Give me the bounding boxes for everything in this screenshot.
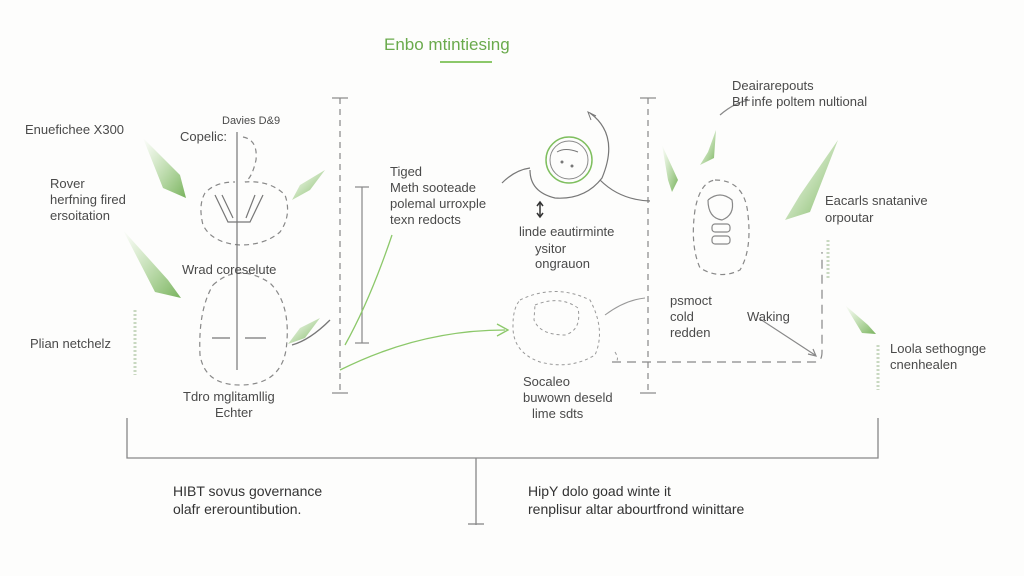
- label-middle: Wrad coreselute: [182, 262, 277, 277]
- label-copelic: Copelic:: [180, 129, 227, 144]
- figure-label-2: cold: [670, 309, 694, 324]
- label-rover-1: Rover: [50, 176, 85, 191]
- divider-left: [332, 97, 369, 394]
- green-arrow-icon: [845, 305, 876, 334]
- label-figure-top: Davies D&9: [222, 115, 281, 127]
- bottom-right-line-2: renplisur altar abourtfrond winittare: [528, 501, 745, 517]
- blob-label-3: lime sdts: [532, 406, 584, 421]
- green-arrows: [123, 130, 876, 344]
- note-line-4: texn redocts: [390, 212, 461, 227]
- green-arrow-icon: [662, 145, 678, 192]
- blob-label-2: buwown deseld: [523, 390, 613, 405]
- waking-label: Waking: [747, 309, 790, 324]
- diagram-title: Enbo mtintiesing: [384, 35, 510, 54]
- right-top-label-2: BIf infe poltem nultional: [732, 94, 868, 109]
- cycle-label-1: linde eautirminte: [519, 224, 615, 239]
- bottom-right-line-1: HipY dolo goad winte it: [528, 483, 671, 499]
- head-figure: [199, 136, 289, 386]
- right-side-label-1: Eacarls snatanive: [825, 193, 928, 208]
- label-bottom-2: Echter: [215, 405, 253, 420]
- divider-right: [612, 97, 823, 394]
- green-arrow-icon: [785, 140, 838, 220]
- label-rover-3: ersoitation: [50, 208, 110, 223]
- note-line-1: Tiged: [390, 164, 423, 179]
- label-enuefichee: Enuefichee X300: [25, 122, 125, 137]
- bottom-bracket: [126, 418, 879, 525]
- green-arrow-icon: [123, 230, 181, 298]
- far-label-1: Loola sethognge: [890, 341, 987, 356]
- label-side: Plian netchelz: [30, 336, 111, 351]
- green-arrow-icon: [143, 138, 186, 198]
- cycle-icon: [501, 110, 651, 202]
- updown-arrow-icon: [536, 200, 544, 219]
- green-arrow-icon: [288, 318, 320, 344]
- right-side-label-2: orpoutar: [825, 210, 874, 225]
- right-figure: [692, 99, 818, 357]
- label-bottom-1: Tdro mglitamllig: [183, 389, 275, 404]
- dotted-blob: [512, 291, 646, 366]
- note-line-3: polemal urroxple: [390, 196, 487, 211]
- green-arrow-icon: [292, 170, 325, 200]
- label-rover-2: herfning fired: [50, 192, 126, 207]
- figure-label-1: psmoct: [670, 293, 712, 308]
- cycle-label-3: ongrauon: [535, 256, 590, 271]
- blob-label-1: Socaleo: [523, 374, 570, 389]
- right-top-label-1: Deairarepouts: [732, 78, 814, 93]
- green-arrow-icon: [700, 130, 716, 165]
- note-line-2: Meth sooteade: [390, 180, 477, 195]
- far-label-2: cnenhealen: [890, 357, 958, 372]
- bottom-left-line-2: olafr ererountibution.: [173, 501, 302, 517]
- figure-axis: [212, 132, 266, 370]
- faint-texture: [133, 240, 880, 390]
- bottom-left-line-1: HIBT sovus governance: [173, 483, 323, 499]
- green-connector: [291, 234, 510, 371]
- figure-label-3: redden: [670, 325, 711, 340]
- cycle-label-2: ysitor: [535, 241, 567, 256]
